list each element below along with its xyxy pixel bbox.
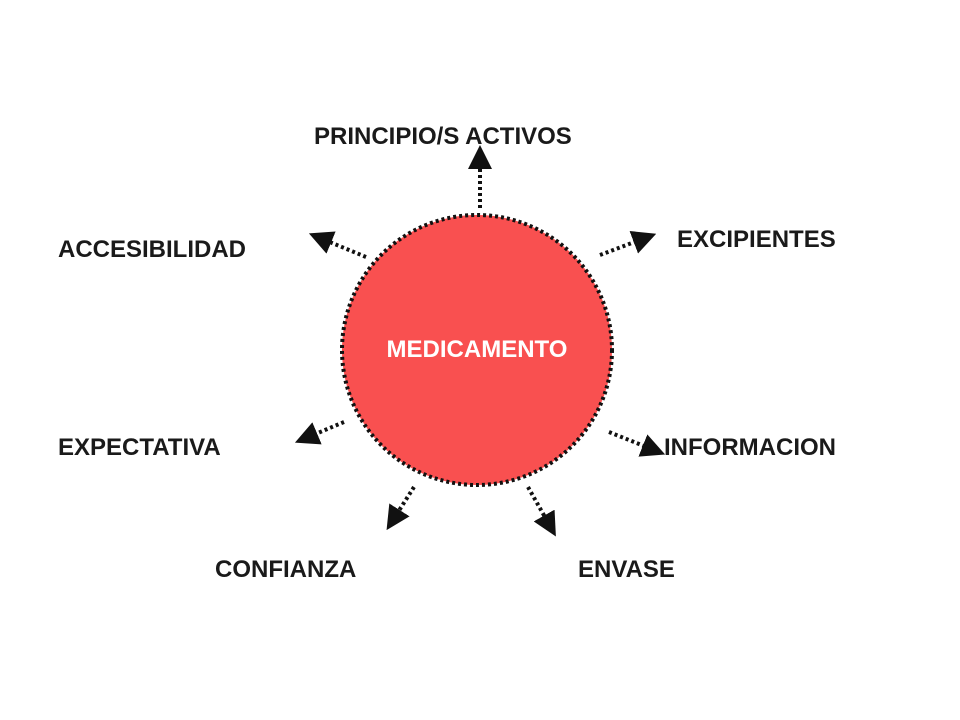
arrow-informacion bbox=[608, 430, 666, 457]
label-confianza: CONFIANZA bbox=[215, 556, 357, 583]
medicamento-circle bbox=[340, 213, 614, 487]
arrow-accesibilidad bbox=[308, 231, 367, 259]
arrow-envase bbox=[526, 486, 556, 537]
label-expectativa: EXPECTATIVA bbox=[58, 434, 221, 461]
label-principio-activos: PRINCIPIO/S ACTIVOS bbox=[314, 123, 572, 150]
arrow-excipientes bbox=[599, 231, 657, 257]
arrow-confianza bbox=[386, 485, 416, 531]
center-label-medicamento: MEDICAMENTO bbox=[386, 336, 568, 363]
label-excipientes: EXCIPIENTES bbox=[677, 226, 836, 253]
arrow-expectativa bbox=[294, 420, 345, 445]
label-accesibilidad: ACCESIBILIDAD bbox=[58, 236, 247, 263]
label-envase: ENVASE bbox=[578, 556, 675, 583]
label-informacion: INFORMACION bbox=[664, 434, 836, 461]
